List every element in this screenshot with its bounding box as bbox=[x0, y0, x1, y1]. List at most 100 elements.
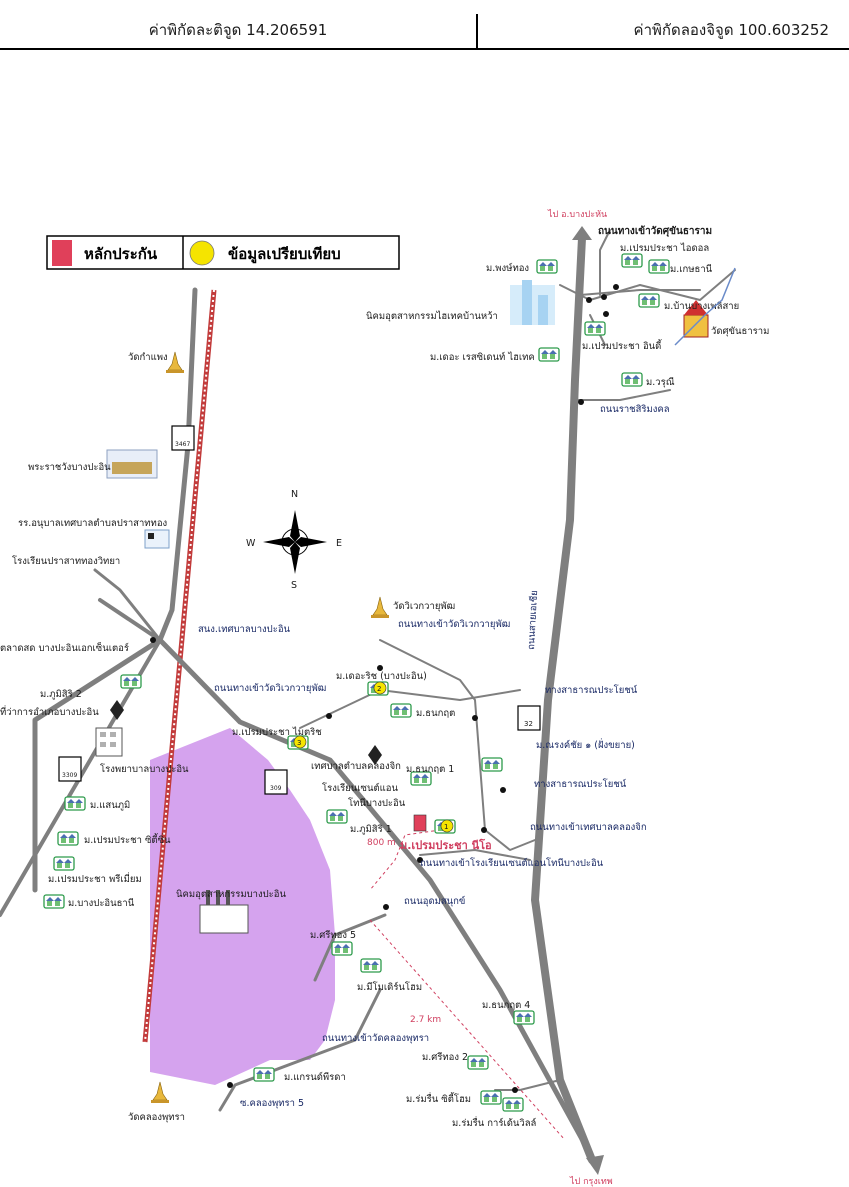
label-the-rich: ม.เดอะริช (บางปะอิน) bbox=[336, 671, 427, 682]
label-prempracha-idol: ม.เปรมประชา ไอดอล bbox=[620, 242, 709, 254]
svg-text:3467: 3467 bbox=[175, 441, 190, 448]
shield-3309: 3309 bbox=[58, 756, 82, 782]
label-prempracha-in: ม.เปรมประชา อินดี้ bbox=[582, 339, 662, 352]
coordinate-header: ค่าพิกัดละติจูด 14.206591 ค่าพิกัดลองจิจ… bbox=[0, 0, 849, 50]
palace-icon bbox=[106, 449, 158, 479]
legend-comparison: ข้อมูลเปรียบเทียบ bbox=[228, 245, 341, 264]
label-kindergarten: รร.อนุบาลเทศบาลตำบลปราสาททอง bbox=[18, 518, 167, 529]
compass-n: N bbox=[291, 489, 298, 500]
direction-south: ไป กรุงเทพ bbox=[569, 1176, 613, 1187]
label-prempracha-premium: ม.เปรมประชา พรีเมี่ยม bbox=[48, 872, 142, 885]
compass-s: S bbox=[291, 580, 297, 591]
label-school-st-ann: โรงเรียนเซนต์แอน bbox=[322, 782, 398, 794]
collateral-swatch bbox=[52, 240, 72, 266]
legend: หลักประกัน ข้อมูลเปรียบเทียบ bbox=[46, 235, 400, 270]
label-romruen-garden: ม.ร่มรื่น การ์เด้นวิลล์ bbox=[452, 1116, 537, 1129]
label-public-way1: ทางสาธารณประโยชน์ bbox=[545, 684, 638, 696]
municipal-klongjik-icon bbox=[368, 745, 382, 765]
label-school-prasat: โรงเรียนปราสาททองวิทยา bbox=[12, 555, 120, 567]
label-bangbang: ม.บ้านบางเพลิสาย bbox=[664, 301, 739, 312]
longitude-label: ค่าพิกัดลองจิจูด 100.603252 bbox=[633, 21, 829, 39]
svg-text:3: 3 bbox=[297, 739, 301, 747]
label-market: ตลาดสด บางปะอินเอกเซ็นเตอร์ bbox=[0, 641, 129, 654]
label-road-wat-klongphutsa: ถนนทางเข้าวัดคลองพุทรา bbox=[322, 1033, 429, 1044]
legend-collateral: หลักประกัน bbox=[84, 245, 158, 263]
shield-3467: 3467 bbox=[171, 425, 195, 451]
label-wat-klongphutsa: วัดคลองพุทรา bbox=[128, 1112, 185, 1123]
compass-rose: N S W E bbox=[246, 489, 342, 591]
label-road-wat-viveka2: ถนนทางเข้าวัดวิเวกวายุพัฒ bbox=[214, 683, 326, 694]
label-romruen-city: ม.ร่มรื่น ซิตี้โฮม bbox=[406, 1092, 471, 1105]
svg-text:309: 309 bbox=[270, 785, 282, 792]
label-district-office: ที่ว่าการอำเภอบางปะอิน bbox=[0, 705, 99, 718]
highway-shields: 3467 3309 309 32 bbox=[58, 425, 541, 795]
place-labels: วัดกำแพง พระราชวังบางปะอิน รร.อนุบาลเทศบ… bbox=[0, 225, 769, 1129]
direction-north: ไป อ.บางปะหัน bbox=[547, 209, 607, 220]
label-woranee: ม.วรุณี bbox=[646, 376, 675, 388]
svg-text:1: 1 bbox=[444, 823, 448, 831]
label-st-ann-sub: โทนีบางปะอิน bbox=[348, 797, 406, 809]
label-narongchai: ม.ณรงค์ชัย ๑ (ฝั่งขยาย) bbox=[536, 738, 635, 751]
label-grand-pirada: ม.แกรนด์พีรดา bbox=[284, 1071, 346, 1083]
label-dist-800: 800 m bbox=[367, 838, 396, 848]
railway bbox=[142, 289, 217, 1043]
shield-309: 309 bbox=[264, 769, 288, 795]
label-kasetthani: ม.เกษธานี bbox=[670, 263, 713, 275]
label-wat-kamphaeng: วัดกำแพง bbox=[128, 352, 168, 363]
label-industrial-estate: นิคมอุตสาหกรรมบางปะอิน bbox=[176, 889, 286, 900]
label-bangpa-in-thani: ม.บางปะอินธานี bbox=[68, 897, 135, 909]
hitech-estate-icon bbox=[510, 280, 555, 325]
label-soi-klongphutsa: ซ.คลองพุทรา 5 bbox=[240, 1098, 304, 1109]
label-municipal-klongjik: เทศบาลตำบลคลองจิก bbox=[311, 761, 401, 772]
label-prempracha-city: ม.เปรมประชา ซิตี้ซิ่น bbox=[84, 833, 171, 846]
label-road-udomsanuk: ถนนอุดมสนุกข์ bbox=[404, 895, 465, 907]
junctions bbox=[150, 284, 619, 1093]
comparison-marker-3: 3 bbox=[287, 735, 309, 750]
label-phumisiri2: ม.ภูมิสิริ 2 bbox=[40, 689, 82, 700]
label-road-wat-sukhan: ถนนทางเข้าวัดศุขันธาราม bbox=[598, 225, 712, 237]
compass-w: W bbox=[246, 538, 256, 549]
label-the-residence: ม.เดอะ เรสซิเดนท์ ไฮเทค bbox=[430, 351, 535, 363]
svg-text:3309: 3309 bbox=[62, 772, 77, 779]
header-divider bbox=[476, 14, 478, 50]
label-hitech-estate: นิคมอุตสาหกรรมไฮเทคบ้านหว้า bbox=[366, 310, 498, 322]
label-road-rajsirimongkol: ถนนราชสิริมงคล bbox=[600, 404, 670, 415]
label-road-klongjik: ถนนทางเข้าเทศบาลคลองจิก bbox=[530, 822, 647, 833]
comparison-marker-2: 2 bbox=[367, 681, 389, 696]
district-office-icon bbox=[110, 700, 124, 720]
label-phongthong: ม.พงษ์ทอง bbox=[486, 262, 529, 274]
label-road-st-ann: ถนนทางเข้าโรงเรียนเซนต์แอนโทนีบางปะอิน bbox=[420, 857, 604, 869]
label-thanakrit1: ม.ธนกฤต 1 bbox=[406, 764, 454, 775]
distance-markers bbox=[369, 829, 566, 1141]
waterway bbox=[674, 267, 736, 346]
label-road-wat-viveka: ถนนทางเข้าวัดวิเวกวายุพัฒ bbox=[398, 619, 510, 630]
label-srithong5: ม.ศรีทอง 5 bbox=[310, 929, 356, 941]
main-roads bbox=[0, 229, 736, 1164]
label-saenphum: ม.แสนภูมิ bbox=[90, 800, 130, 811]
collateral-marker bbox=[413, 814, 427, 832]
svg-text:2: 2 bbox=[377, 685, 381, 693]
landmarks bbox=[95, 280, 709, 1104]
label-dist-27: 2.7 km bbox=[410, 1015, 441, 1025]
label-asia-highway: ถนนสายเอเชีย bbox=[525, 590, 540, 650]
comparison-marker-1: 1 bbox=[434, 819, 456, 834]
label-wat-sukhan: วัดศุขันธาราม bbox=[711, 326, 769, 337]
label-srithong2: ม.ศรีทอง 2 bbox=[422, 1051, 468, 1063]
shield-32: 32 bbox=[517, 705, 541, 731]
label-palace: พระราชวังบางปะอิน bbox=[28, 462, 111, 473]
label-municipal-office: สนง.เทศบาลบางปะอิน bbox=[198, 624, 291, 635]
compass-e: E bbox=[336, 538, 342, 549]
label-prempracha-myrich: ม.เปรมประชา ไมตริช bbox=[232, 726, 322, 738]
label-thanakrit: ม.ธนกฤต bbox=[416, 708, 455, 719]
label-subject: ม.เปรมประชา นีโอ bbox=[400, 838, 492, 852]
label-mimo-home: ม.มีโมเดิร์นโฮม bbox=[357, 981, 422, 993]
hospital-icon bbox=[95, 727, 123, 757]
label-public-way2: ทางสาธารณประโยชน์ bbox=[534, 778, 627, 790]
kindergarten-icon bbox=[144, 529, 170, 549]
svg-text:32: 32 bbox=[524, 720, 533, 728]
label-thanakrit4: ม.ธนกฤต 4 bbox=[482, 1000, 530, 1011]
latitude-label: ค่าพิกัดละติจูด 14.206591 bbox=[148, 21, 328, 39]
label-hospital: โรงพยาบาลบางปะอิน bbox=[100, 763, 189, 775]
wat-sukhan-icon bbox=[683, 300, 709, 338]
